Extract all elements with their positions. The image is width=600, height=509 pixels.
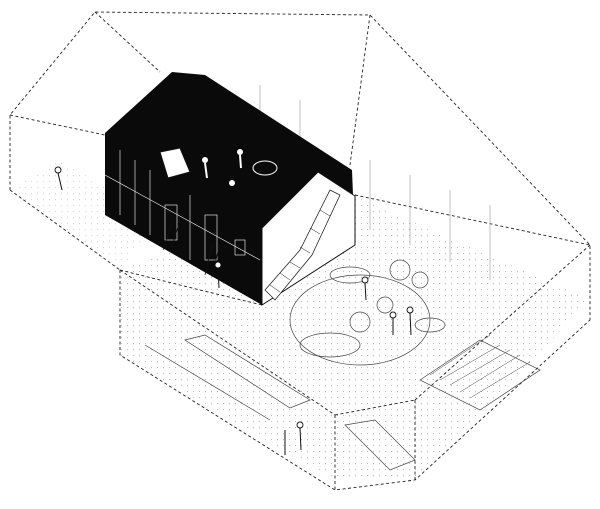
long-table (144, 334, 311, 421)
deck (419, 334, 541, 411)
black-house (104, 72, 356, 306)
staircase (264, 189, 341, 301)
ladder (162, 221, 220, 278)
people (54, 166, 414, 455)
back-wall-panels (259, 85, 491, 280)
lounge-area (289, 259, 446, 366)
floor-left (10, 160, 160, 270)
kitchen-counter (344, 419, 416, 471)
roof-opening (159, 147, 191, 179)
envelope-lower (119, 244, 591, 491)
envelope-upper (9, 11, 591, 320)
